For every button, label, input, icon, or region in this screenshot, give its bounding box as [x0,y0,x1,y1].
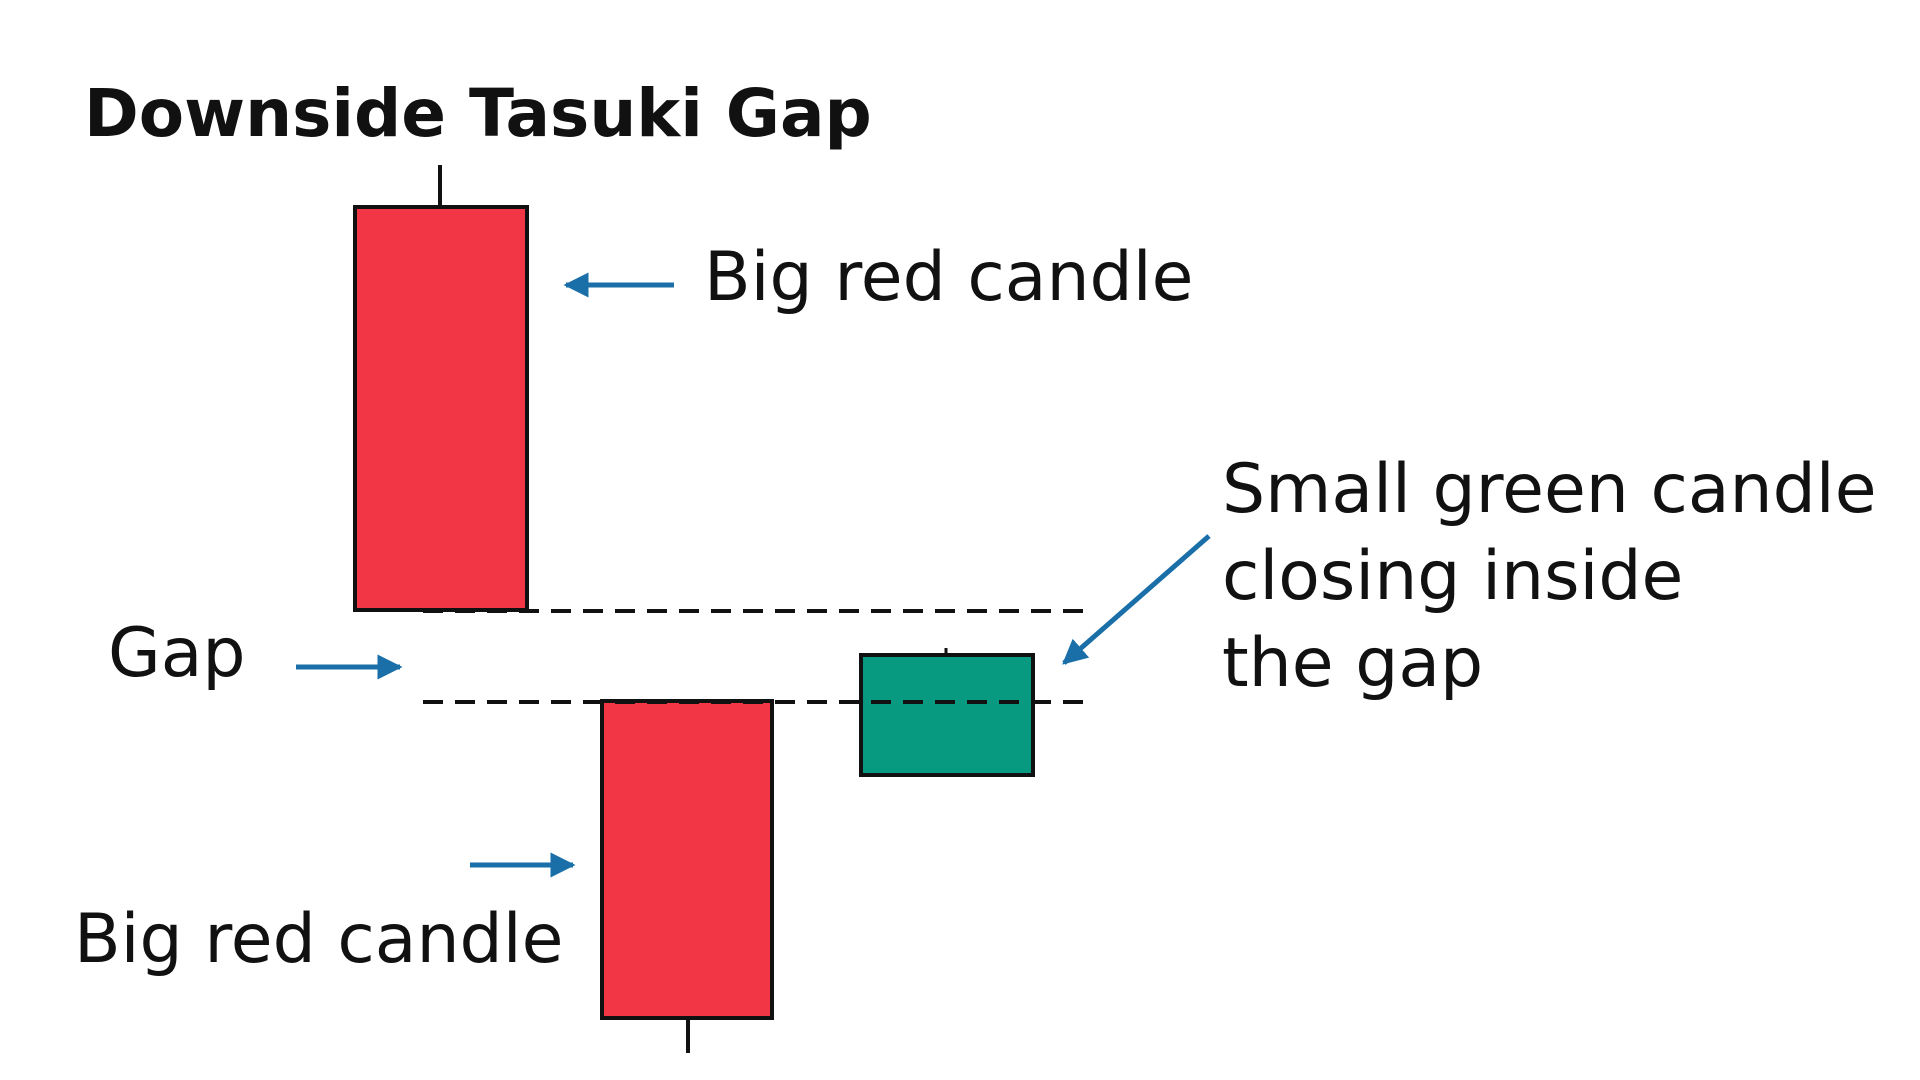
green-candle-label-line-2: closing inside [1222,537,1683,616]
first-red-candle [353,165,529,612]
diagram-title: Downside Tasuki Gap [84,75,872,152]
gap-label: Gap [108,614,246,693]
green-candle-label-line-3: the gap [1222,624,1483,703]
second-red-candle [600,699,774,1053]
second-candle-body [600,699,774,1020]
green-candle-body [859,653,1035,777]
small-green-candle [859,648,1035,777]
green-candle-label-line-1: Small green candle [1222,450,1877,529]
green-candle-label: Small green candle closing inside the ga… [1222,450,1898,703]
second-candle-label: Big red candle [74,900,563,979]
first-candle-body [353,205,529,612]
green-candle-arrow [1062,534,1211,665]
first-candle-label: Big red candle [704,238,1193,317]
